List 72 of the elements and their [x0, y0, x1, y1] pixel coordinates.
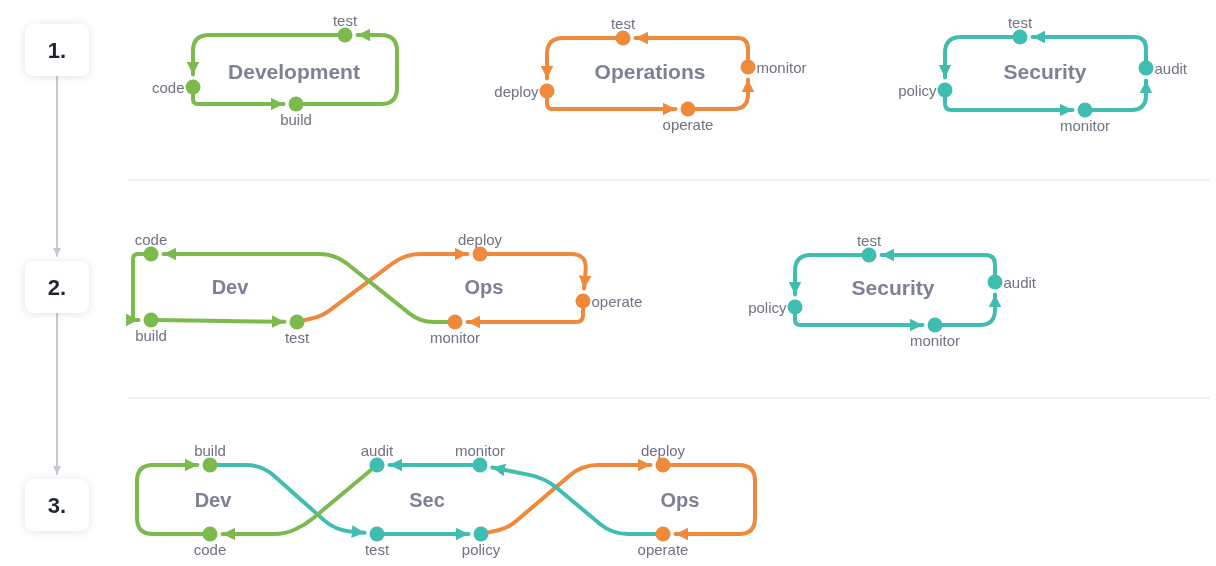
- down-arrow: [53, 312, 61, 475]
- step-badge: [25, 24, 89, 76]
- step-label: build: [135, 327, 167, 343]
- step-number: 2.: [47, 273, 67, 302]
- flow-arrow: [879, 248, 997, 277]
- flow-arrow: [302, 247, 470, 323]
- flow-arrow: [668, 463, 757, 541]
- loop-title: Dev: [211, 275, 249, 300]
- flow-arrow: [387, 458, 475, 472]
- step-label: monitor: [1060, 117, 1110, 133]
- loop-title: Dev: [194, 488, 232, 513]
- flow-arrow: [220, 467, 374, 541]
- step-number: 1.: [47, 36, 67, 65]
- step-label: policy: [461, 541, 501, 557]
- flow-arrow: [125, 252, 146, 327]
- step-label: monitor: [756, 59, 807, 75]
- loop-title: Development: [228, 59, 360, 86]
- step-label: test: [332, 12, 358, 28]
- flow-arrow: [943, 95, 1075, 117]
- flow-arrow: [788, 253, 864, 297]
- flow-arrow: [1090, 78, 1153, 112]
- flow-arrow: [793, 312, 925, 332]
- step-label: test: [610, 15, 636, 31]
- step-label: deploy: [494, 83, 539, 99]
- flow-arrow: [693, 77, 755, 111]
- step-label: build: [280, 111, 312, 127]
- down-arrow: [53, 75, 61, 257]
- step-label: policy: [898, 82, 937, 98]
- step-label: deploy: [457, 231, 503, 247]
- flow-arrow: [156, 315, 287, 329]
- step-label: test: [364, 541, 390, 557]
- step-label: code: [134, 231, 168, 247]
- loop-title: Security: [1003, 59, 1087, 86]
- loop-title: Ops: [660, 488, 700, 513]
- step-label: audit: [1003, 274, 1037, 290]
- step-label: audit: [360, 442, 394, 458]
- step-label: operate: [662, 116, 714, 132]
- step-label: audit: [1154, 60, 1188, 76]
- flow-arrow: [465, 306, 585, 329]
- loop-title: Sec: [409, 488, 445, 513]
- loop-title: Security: [851, 275, 935, 302]
- step-label: test: [1007, 14, 1033, 30]
- step-badge: [25, 261, 89, 313]
- step-label: deploy: [640, 442, 686, 458]
- flow-arrow: [186, 33, 340, 77]
- flow-arrow: [940, 292, 1002, 327]
- flow-arrow: [545, 96, 678, 116]
- step-number: 3.: [47, 491, 67, 520]
- step-label: monitor: [430, 329, 480, 345]
- step-label: operate: [591, 293, 643, 309]
- step-label: code: [151, 79, 185, 95]
- flow-arrow: [215, 463, 367, 538]
- flow-arrow: [540, 36, 618, 81]
- loop-title: Operations: [594, 59, 706, 86]
- flow-arrow: [633, 31, 750, 62]
- step-label: monitor: [910, 332, 960, 348]
- step-label: test: [856, 232, 882, 248]
- step-label: code: [193, 541, 227, 557]
- step-label: test: [284, 329, 310, 345]
- flow-arrow: [1030, 30, 1148, 63]
- flow-arrow: [301, 28, 399, 106]
- flow-arrow: [382, 527, 471, 541]
- flow-arrow: [161, 247, 450, 324]
- step-label: policy: [748, 299, 787, 315]
- flow-arrow: [938, 35, 1015, 80]
- loop-title: Ops: [464, 275, 504, 300]
- flow-arrow: [485, 252, 592, 291]
- flow-arrow: [135, 458, 205, 536]
- flow-arrow: [191, 92, 286, 111]
- step-label: monitor: [455, 442, 505, 458]
- step-label: operate: [637, 541, 689, 557]
- step-label: build: [194, 442, 226, 458]
